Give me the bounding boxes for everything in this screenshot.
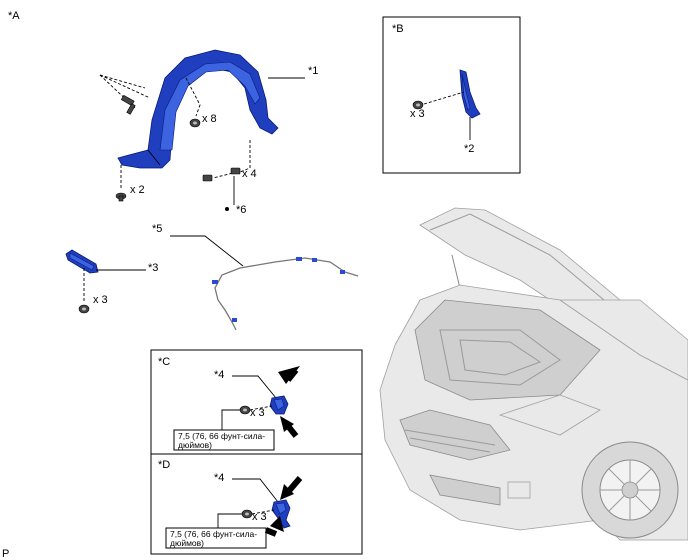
label-view-c: *C [158, 356, 170, 368]
torque-box-c [173, 429, 275, 451]
label-part-5: *5 [152, 223, 162, 235]
leader-part-4-c [232, 375, 277, 399]
torque-c-line1: 7,5 (76, 66 фунт-сила- [178, 431, 265, 441]
label-part-6: *6 [236, 204, 246, 216]
clip-part-2 [412, 100, 424, 110]
bracket-part-3 [65, 249, 99, 274]
torque-d-line2: дюймов) [170, 538, 204, 548]
qty-liner-clips: x 8 [202, 113, 217, 125]
car-lower-grille [429, 474, 501, 506]
view-d-frame [150, 453, 363, 555]
leader-part-5 [170, 235, 244, 267]
bolt-liner-left [120, 94, 136, 115]
bolt-c [239, 405, 251, 415]
fender-liner [117, 49, 279, 169]
label-view-d: *D [158, 459, 170, 471]
latch-part-4-d [271, 499, 291, 529]
car-illustration [379, 207, 688, 541]
label-part-2: *2 [464, 143, 474, 155]
car-grille [399, 409, 511, 461]
car-fog-light [507, 481, 531, 499]
torque-c-line2: дюймов) [178, 440, 212, 450]
leader-part-4-d [232, 478, 279, 503]
fender-liner-part [117, 49, 279, 169]
label-corner: P [2, 548, 9, 560]
clip-part-3 [78, 304, 90, 314]
view-b-frame [382, 16, 521, 174]
label-part-3: *3 [148, 262, 158, 274]
qty-bracket-3: x 3 [93, 294, 108, 306]
torque-box-d [165, 527, 267, 549]
latch-part-4-c [269, 395, 289, 415]
car-headlight [498, 394, 601, 436]
arrow-d-top [285, 476, 303, 494]
label-part-1: *1 [308, 65, 318, 77]
car-engine-bay [414, 299, 601, 401]
label-view-b: *B [392, 23, 404, 35]
wire-harness [214, 257, 359, 301]
screw-liner-bottom [115, 192, 127, 202]
bullet-part-6 [225, 207, 229, 211]
qty-bracket-b: x 3 [410, 108, 425, 120]
torque-d-line1: 7,5 (76, 66 фунт-сила- [170, 529, 257, 539]
qty-bolt-d: x 3 [252, 511, 267, 523]
clip-liner [189, 118, 201, 128]
qty-bolt-c: x 3 [250, 407, 265, 419]
qty-liner-bolts: x 4 [242, 168, 257, 180]
bolt-liner-right [202, 167, 241, 182]
bracket-part-2 [459, 69, 481, 119]
arrow-d-bottom [264, 527, 278, 537]
label-part-4-c: *4 [214, 369, 224, 381]
qty-liner-bottom: x 2 [130, 184, 145, 196]
label-view-a: *A [8, 10, 20, 22]
label-part-4-d: *4 [214, 472, 224, 484]
bolt-d [241, 509, 253, 519]
